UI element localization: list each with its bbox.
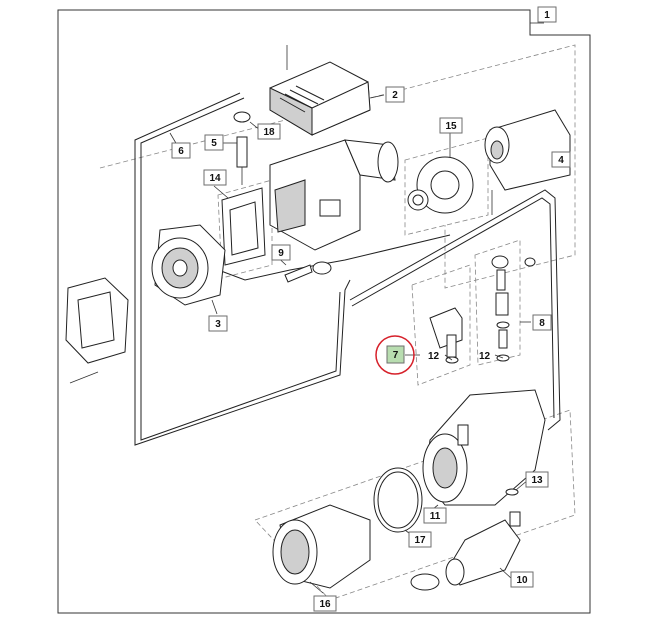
water-outlet-pipe <box>410 511 521 591</box>
svg-text:11: 11 <box>430 511 441 522</box>
overheat-sensor <box>429 307 463 364</box>
svg-text:9: 9 <box>278 248 284 259</box>
assembly-outline-7 <box>411 264 471 386</box>
diagram-frame <box>57 9 591 614</box>
callout-18[interactable]: 18 <box>257 123 281 140</box>
fuel-line-inner <box>140 97 341 441</box>
assembly-outline-8 <box>474 239 521 366</box>
svg-text:14: 14 <box>209 173 221 184</box>
svg-text:16: 16 <box>319 599 331 610</box>
gasket-plate <box>221 187 266 266</box>
callout-9[interactable]: 9 <box>271 244 291 261</box>
harness-cable <box>204 234 451 281</box>
callout-14[interactable]: 14 <box>203 169 227 186</box>
callout-15[interactable]: 15 <box>439 117 463 134</box>
svg-text:13: 13 <box>531 475 543 486</box>
exhaust-pipe <box>484 109 571 215</box>
callout-4[interactable]: 4 <box>551 151 571 168</box>
svg-text:15: 15 <box>445 121 457 132</box>
callout-16[interactable]: 16 <box>313 595 337 612</box>
svg-text:1: 1 <box>544 10 550 21</box>
seal-ring <box>233 111 251 123</box>
callout-2[interactable]: 2 <box>385 86 405 103</box>
hose-clip <box>505 488 519 496</box>
sensor-assembly-8 <box>491 255 536 362</box>
svg-text:4: 4 <box>558 155 564 166</box>
callout-11[interactable]: 11 <box>423 507 447 524</box>
assembly-outline-15 <box>404 137 489 236</box>
coolant-line <box>349 189 561 431</box>
selection-ring <box>375 335 415 375</box>
heat-exchanger <box>422 389 546 506</box>
callout-10[interactable]: 10 <box>510 571 534 588</box>
svg-text:7: 7 <box>393 350 399 361</box>
flange-gasket <box>407 156 474 214</box>
callout-13[interactable]: 13 <box>525 471 549 488</box>
callout-3[interactable]: 3 <box>208 315 228 332</box>
burner-housing <box>269 139 399 251</box>
assembly-outline-top <box>99 44 576 289</box>
temperature-sensor <box>284 261 332 283</box>
coolant-line-inner <box>351 197 555 419</box>
callout-8[interactable]: 8 <box>532 314 552 331</box>
callout-7[interactable]: 7 <box>386 345 405 364</box>
svg-text:10: 10 <box>516 575 528 586</box>
svg-text:5: 5 <box>211 138 217 149</box>
callout-5[interactable]: 5 <box>204 134 224 151</box>
sub-label-12-left: 12 <box>428 351 440 362</box>
svg-text:18: 18 <box>263 127 275 138</box>
glow-plug <box>236 136 248 185</box>
callout-6[interactable]: 6 <box>171 142 191 159</box>
blower-cover <box>65 277 129 384</box>
callout-17[interactable]: 17 <box>408 531 432 548</box>
o-ring-inner <box>377 471 419 529</box>
svg-text:8: 8 <box>539 318 545 329</box>
svg-text:2: 2 <box>392 90 398 101</box>
callout-1[interactable]: 1 <box>537 6 557 23</box>
svg-text:6: 6 <box>178 146 184 157</box>
o-ring <box>373 467 423 533</box>
gasket-plate-inner <box>229 201 259 256</box>
sub-label-12-right: 12 <box>479 351 491 362</box>
control-unit <box>269 45 371 136</box>
fuel-line <box>134 92 351 446</box>
combustion-tube <box>272 504 371 589</box>
svg-text:17: 17 <box>414 535 426 546</box>
combustion-air-blower <box>151 224 226 306</box>
svg-text:3: 3 <box>215 319 221 330</box>
